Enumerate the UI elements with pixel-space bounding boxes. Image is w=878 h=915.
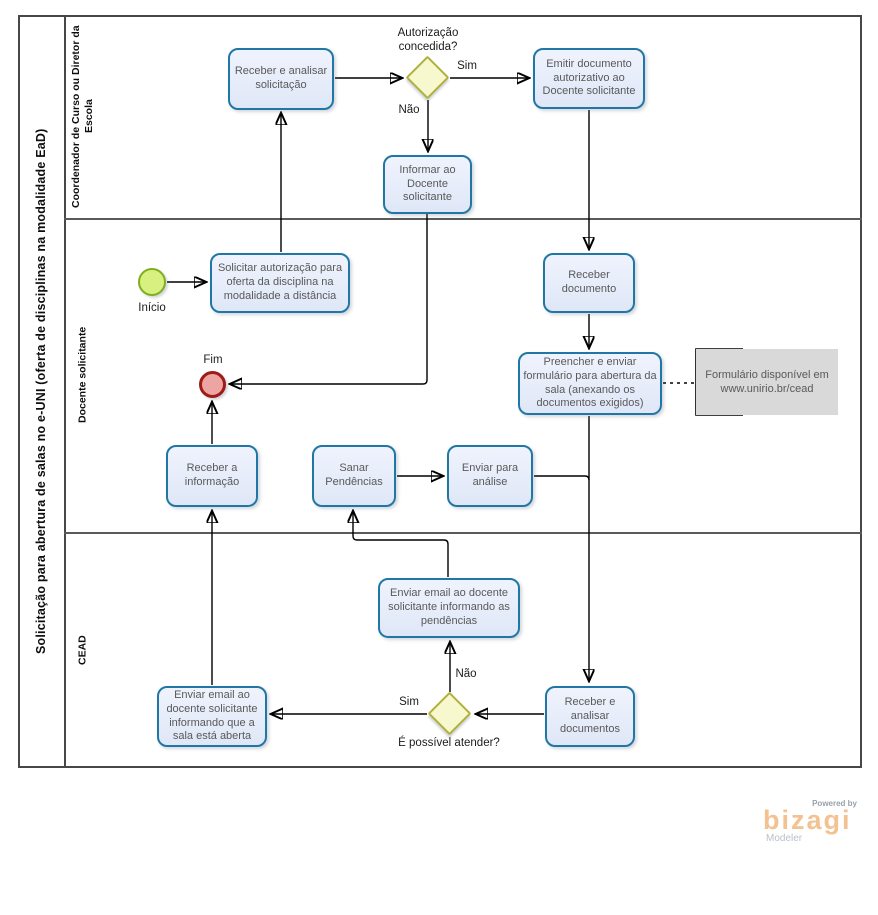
- gateway1-yes-label: Sim: [457, 60, 477, 72]
- task-sanar-pendencias: Sanar Pendências: [312, 445, 396, 507]
- task-label: Informar ao Docente solicitante: [399, 163, 456, 204]
- task-label: Solicitar autorização para oferta da dis…: [217, 262, 343, 302]
- pool-title: Solicitação para abertura de salas no e-…: [34, 128, 48, 655]
- task-enviar-email-pendencias: Enviar email ao docente solicitante info…: [378, 578, 520, 638]
- task-label: Preencher e enviar formulário para abert…: [523, 356, 657, 410]
- lane-title-coordenador: Coordenador de Curso ou Diretor da Escol…: [69, 25, 95, 208]
- bizagi-branding: Powered by bizagi Modeler: [763, 799, 860, 844]
- text-annotation: Formulário disponível em www.unirio.br/c…: [696, 349, 838, 415]
- modeler-label: Modeler: [766, 832, 803, 844]
- gateway2-question-label: É possível atender?: [398, 737, 500, 749]
- task-label: Enviar email ao docente solicitante info…: [166, 689, 258, 743]
- gateway1-no-label: Não: [398, 104, 420, 116]
- task-label: Receber a informação: [184, 462, 240, 488]
- gateway1-question-label: Autorização concedida?: [397, 27, 459, 53]
- task-label: Enviar email ao docente solicitante info…: [388, 587, 510, 627]
- task-label: Receber e analisar documentos: [560, 695, 620, 736]
- task-receber-e-analisar-documentos: Receber e analisar documentos: [545, 686, 635, 747]
- task-enviar-para-analise: Enviar para análise: [447, 445, 533, 507]
- end-event-label: Fim: [203, 354, 223, 366]
- gateway2-yes-label: Sim: [399, 696, 419, 708]
- task-label: Emitir documento autorizativo ao Docente…: [542, 57, 636, 98]
- start-event-inicio: [138, 268, 166, 296]
- task-enviar-email-sala-aberta: Enviar email ao docente solicitante info…: [157, 686, 267, 747]
- task-receber-documento: Receber documento: [543, 253, 635, 313]
- end-event-fim: [199, 371, 226, 398]
- lane-divider-2: [64, 532, 862, 534]
- start-event-label: Início: [138, 302, 166, 314]
- pool-border: [18, 15, 862, 768]
- task-informar-docente-solicitante: Informar ao Docente solicitante: [383, 155, 472, 214]
- task-receber-e-analisar-solicitacao: Receber e analisar solicitação: [228, 48, 334, 110]
- gateway2-no-label: Não: [455, 668, 477, 680]
- bizagi-logo: bizagi: [763, 805, 852, 835]
- task-label: Sanar Pendências: [325, 462, 383, 488]
- powered-by-label: Powered by: [812, 799, 857, 808]
- pool-title-separator: [64, 15, 66, 768]
- task-preencher-enviar-formulario: Preencher e enviar formulário para abert…: [518, 352, 662, 415]
- task-label: Receber documento: [561, 269, 617, 295]
- lane-title-docente: Docente solicitante: [76, 326, 89, 424]
- task-solicitar-autorizacao: Solicitar autorização para oferta da dis…: [210, 253, 350, 313]
- lane-divider-1: [64, 218, 862, 220]
- task-label: Enviar para análise: [461, 462, 519, 488]
- task-label: Receber e analisar solicitação: [234, 65, 328, 91]
- task-emitir-documento-autorizativo: Emitir documento autorizativo ao Docente…: [533, 48, 645, 109]
- task-receber-a-informacao: Receber a informação: [166, 445, 258, 507]
- lane-title-cead: CEAD: [76, 635, 89, 665]
- annotation-text: Formulário disponível em www.unirio.br/c…: [705, 368, 829, 395]
